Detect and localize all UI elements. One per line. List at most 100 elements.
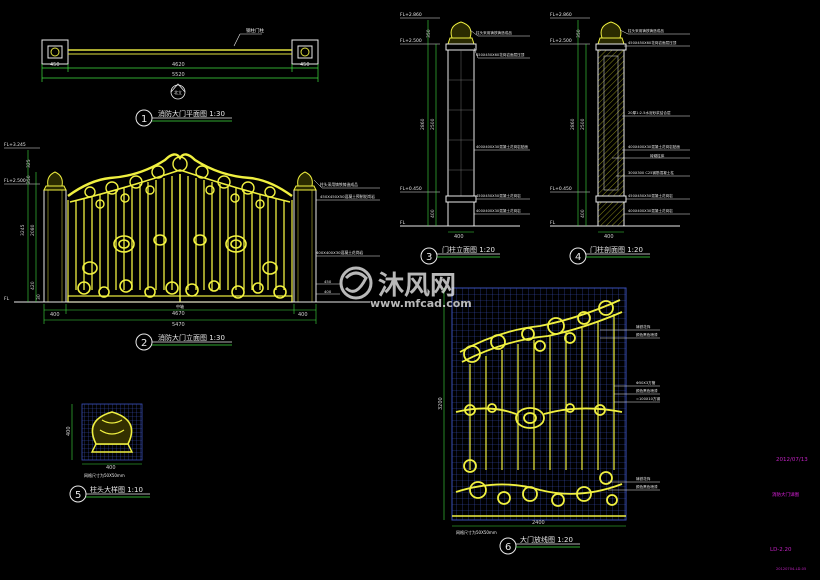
elev-vdim-4: 420 [30, 281, 36, 290]
elev-vdim-3: 2080 [30, 224, 36, 236]
elev-center-label: 中轴 [176, 303, 184, 309]
elev-dim-total: 5470 [172, 322, 185, 328]
post3-vdim-0: 350 [426, 29, 432, 38]
title-block: 2012/07/13 消防大门详图 LD-2.20 20120704-LD-05 [770, 457, 808, 571]
view-4-number: 4 [575, 252, 581, 263]
plan-dim-total: 5520 [172, 72, 185, 78]
watermark: 沐风网 www.mfcad.com [339, 266, 472, 310]
elevation-view: FL+3.245 FL+2.500 FL 325 350 3245 2080 4… [4, 142, 380, 351]
left-cap-icon [43, 171, 67, 191]
post4-vdim-1: 2860 [570, 118, 576, 130]
lofting-dim-w: 2400 [532, 520, 545, 526]
lofting-note-4: =100X10方钢 [636, 396, 660, 401]
post4-note-4: 砖砌柱体 [650, 153, 665, 158]
post-elevation-view: FL+2.860 FL+2.500 FL+0.450 FL 350 2860 2… [400, 12, 530, 265]
lofting-caption: 网格尺寸为50X50mm [456, 529, 497, 535]
post3-note-3: 450X450X50混凝土花岗岩 [476, 193, 521, 198]
lofting-note-6: 颜色黑色喷漆 [636, 484, 658, 489]
elev-dim-right: 400 [298, 312, 308, 318]
post3-vdim-1: 2860 [420, 118, 426, 130]
post-section-view: FL+2.860 FL+2.500 FL+0.450 FL 350 2860 2… [550, 12, 690, 265]
post4-vdim-0: 350 [576, 29, 582, 38]
post3-level-3: FL [400, 220, 406, 226]
elev-dim-mid: 4670 [172, 311, 185, 317]
post4-note-2: 20厚1:2.5水泥砂浆结合层 [628, 110, 671, 115]
post-elevation-title: 门柱立面图 1:20 [442, 245, 495, 254]
plan-view: 450 450 4620 5520 钢柱门柱 北立 1 消防大门平面图 1:30 [41, 27, 319, 127]
watermark-brand: 沐风网 [378, 271, 456, 301]
elev-note-4: 400 [324, 289, 332, 294]
cap-dim-h: 400 [66, 426, 72, 436]
lofting-bars [469, 314, 615, 470]
post4-note-3: 400X400X30混凝土花岗岩贴面 [628, 144, 680, 149]
elev-note-2: 400X400X30混凝土花岗岩 [316, 250, 364, 255]
post4-body-hatched [597, 49, 625, 197]
post4-note-6: 450X450X50混凝土花岗岩 [628, 193, 673, 198]
post3-vdim-3: 400 [430, 209, 436, 218]
elev-note-1: 450X450X50混凝土预制花岗岩 [320, 194, 375, 199]
lofting-note-2: Φ50X3方管 [636, 380, 656, 385]
view-6-number-circle [499, 537, 517, 555]
drawing-date: 2012/07/13 [776, 457, 808, 463]
lofting-grid [451, 287, 627, 521]
post3-width: 400 [454, 234, 464, 240]
post3-note-2: 400X400X30混凝土花岗岩贴面 [476, 144, 528, 149]
plan-dim-right: 450 [300, 62, 310, 68]
post4-note-5: 300X300 C25钢筋混凝土柱 [628, 170, 674, 175]
elevation-title: 消防大门立面图 1:30 [158, 333, 225, 342]
post4-level-0: FL+2.860 [550, 12, 572, 18]
view-3-number-circle [420, 247, 438, 265]
mfcad-logo-icon [339, 266, 373, 300]
post4-vdim-2: 2500 [580, 118, 586, 130]
lofting-title: 大门放线图 1:20 [520, 535, 573, 544]
elev-level-mid: FL+2.500 [4, 178, 26, 184]
post3-vdim-2: 2500 [430, 118, 436, 130]
cap-detail-title: 柱头大样图 1:10 [90, 485, 143, 494]
cap-detail-view: 400 400 网格尺寸为50X50mm 5 柱头大样图 1:10 [66, 403, 150, 503]
view-4-number-circle [569, 247, 587, 265]
elev-vdim-0: 325 [26, 159, 32, 168]
post3-note-4: 400X400X30混凝土花岗岩 [476, 208, 521, 213]
view-6-number: 6 [505, 542, 511, 553]
post4-width: 400 [604, 234, 614, 240]
post-section-title: 门柱剖面图 1:20 [590, 245, 643, 254]
plan-left-post [41, 39, 69, 65]
post4-note-7: 400X400X30混凝土花岗岩 [628, 208, 673, 213]
view-1-number: 1 [141, 114, 147, 125]
post4-cap-icon [597, 21, 625, 45]
lofting-ornament-bottom [455, 459, 623, 507]
lofting-note-1: 颜色黑色喷漆 [636, 332, 658, 337]
elev-right-post [293, 189, 317, 303]
post3-level-0: FL+2.860 [400, 12, 422, 18]
elev-vdim-5: 30 [36, 294, 42, 300]
elev-note-0: 柱头采用铸铁铸造成品 [320, 182, 358, 187]
post4-note-0: 柱头采用铸铁铸造成品 [628, 28, 664, 33]
drawing-file-code: 20120704-LD-05 [776, 567, 806, 571]
gate-crest [67, 153, 293, 197]
lofting-ornament-top [459, 299, 623, 363]
lofting-note-5: 铸铁花饰 [636, 476, 651, 481]
lofting-view: 3200 2400 网格尺寸为50X50mm 铸铁花饰 颜色黑色喷漆 Φ50X3… [438, 287, 660, 555]
post4-level-2: FL+0.450 [550, 186, 572, 192]
post3-level-2: FL+0.450 [400, 186, 422, 192]
post4-level-3: FL [550, 220, 556, 226]
post3-note-1: 450X450X60花岗岩面层压顶 [476, 52, 525, 57]
drawing-name: 消防大门详图 [772, 491, 799, 498]
drawing-code: LD-2.20 [770, 547, 792, 553]
plan-note: 钢柱门柱 [246, 27, 264, 34]
elev-note-3: 450 [324, 279, 332, 284]
lofting-dim-h: 3200 [438, 397, 444, 410]
view-5-number: 5 [75, 490, 81, 501]
post4-level-1: FL+2.500 [550, 38, 572, 44]
view-3-number: 3 [426, 252, 432, 263]
post4-vdim-3: 400 [580, 209, 586, 218]
elev-level-top: FL+3.245 [4, 142, 26, 148]
view-2-number: 2 [141, 338, 147, 349]
elev-left-post [43, 189, 67, 303]
lofting-note-3: 颜色黑色喷漆 [636, 388, 658, 393]
gate-medallions [82, 234, 278, 275]
lofting-note-0: 铸铁花饰 [636, 324, 651, 329]
post3-level-1: FL+2.500 [400, 38, 422, 44]
plan-dim-left: 450 [50, 62, 60, 68]
